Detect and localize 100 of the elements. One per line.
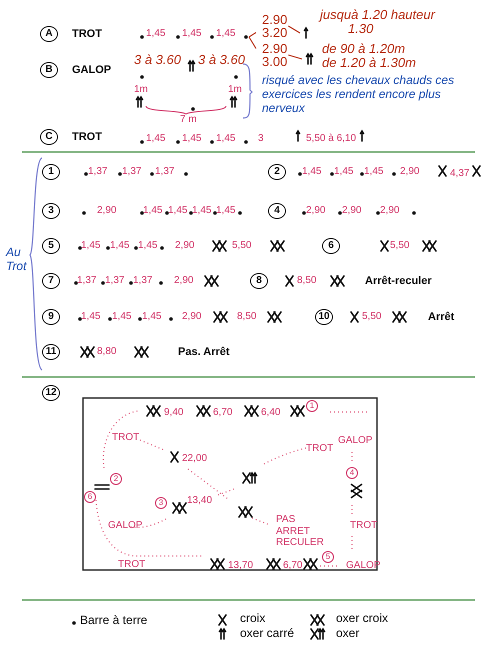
leader-line <box>288 54 302 60</box>
legend-text: croix <box>240 611 266 625</box>
exercise-label: Arrêt-reculer <box>365 275 432 288</box>
station-number: 4 <box>346 467 358 479</box>
step-number: 3 <box>42 203 60 219</box>
exercise-label: Arrêt <box>428 311 454 324</box>
distance-label: 1,37 <box>105 275 124 286</box>
step-number: 11 <box>42 344 60 360</box>
distance-label: 2,90 <box>342 205 362 216</box>
distance-label: 1,37 <box>88 166 108 178</box>
step-number: 5 <box>42 238 60 254</box>
legend-text: oxer <box>336 626 360 640</box>
step-number: 10 <box>315 309 333 325</box>
distance-label: 1,45 <box>216 28 236 40</box>
note-text: risqué avec les chevaux chauds ces exercices les rendent encore plus nerveux <box>262 74 456 116</box>
step-number: 4 <box>268 203 286 219</box>
leader-line <box>248 32 256 38</box>
distance-label: 13,40 <box>187 495 212 506</box>
distance-label: 5,50 <box>390 240 410 252</box>
distance-label: 3.20 <box>262 26 288 39</box>
distance-label: 1,37 <box>133 275 152 286</box>
station-number: 5 <box>322 551 334 563</box>
vertical-jump-icon <box>304 27 308 39</box>
step-number: A <box>40 26 58 42</box>
distance-label: 2,90 <box>175 240 194 252</box>
step-number: 12 <box>42 385 60 401</box>
distance-label: 9,40 <box>164 407 184 418</box>
distance-label: PAS ARRET RECULER <box>276 514 325 548</box>
distance-label: 1,45 <box>216 205 236 216</box>
distance-label: 2,90 <box>182 311 202 322</box>
distance-label: 1m <box>134 84 148 96</box>
ground-pole-icon <box>244 35 248 39</box>
distance-label: 8,80 <box>97 346 116 358</box>
distance-label: 4,37 <box>450 168 470 180</box>
distance-label: 1m <box>228 84 242 96</box>
distance-label: 1,45 <box>182 28 202 40</box>
step-number: 8 <box>250 273 268 289</box>
distance-label: 1,37 <box>155 166 174 178</box>
distance-label: 8,50 <box>297 275 316 286</box>
distance-label: 5,50 <box>232 240 252 252</box>
leader-line <box>288 26 300 34</box>
height-note: jusquà 1.20 hauteur <box>320 8 435 23</box>
distance-label: 6,70 <box>283 560 302 572</box>
distance-label: 1,45 <box>110 240 130 252</box>
distance-label: 1,37 <box>77 275 96 286</box>
height-note: de 90 à 1.20m <box>322 42 406 57</box>
distance-label: 1,45 <box>81 311 100 322</box>
station-number: 3 <box>155 497 167 509</box>
distance-label: 1,45 <box>142 311 162 322</box>
distance-label: 1,45 <box>138 240 158 252</box>
distance-label: 1,45 <box>364 166 384 178</box>
distance-label: 6,70 <box>213 407 232 418</box>
distance-label: TROT <box>306 443 334 454</box>
step-number: 6 <box>322 238 340 254</box>
exercise-label: TROT <box>72 28 102 41</box>
step-number: C <box>40 129 58 145</box>
distance-label: 1,45 <box>81 240 100 252</box>
step-number: 9 <box>42 309 60 325</box>
square-oxer-icon <box>306 53 313 65</box>
distance-label: TROT <box>112 432 140 444</box>
station-number: 2 <box>110 473 122 485</box>
height-note: 3 à 3.60 <box>198 53 245 68</box>
distance-label: 2,90 <box>97 205 116 216</box>
step-number: 7 <box>42 273 60 289</box>
height-note: de 1.20 à 1.30m <box>322 56 416 71</box>
distance-label: 1,45 <box>216 133 236 144</box>
step-number: 1 <box>42 164 60 180</box>
distance-label: TROT <box>118 559 146 570</box>
step-number: 2 <box>268 164 286 180</box>
distance-label: 8,50 <box>237 311 256 322</box>
distance-label: 1,45 <box>146 28 166 40</box>
legend-text: oxer carré <box>240 626 294 640</box>
exercise-label: TROT <box>72 131 102 144</box>
distance-label: 22,00 <box>182 453 208 464</box>
step-number: B <box>40 62 58 78</box>
distance-label: 1,45 <box>182 133 202 144</box>
distance-label: GALOP <box>338 435 372 446</box>
distance-label: 2.90 <box>262 42 288 55</box>
distance-label: 1,45 <box>168 205 188 216</box>
leader-line <box>248 36 256 49</box>
distance-label: 1,45 <box>146 133 166 144</box>
legend-text: oxer croix <box>336 611 388 625</box>
distance-label: 1,37 <box>122 166 142 178</box>
distance-label: 6,40 <box>261 407 280 418</box>
distance-label: 1,45 <box>143 205 162 216</box>
exercise-label: Pas. Arrêt <box>178 346 230 359</box>
distance-label: 5,50 à 6,10 <box>306 133 356 144</box>
distance-label: 1,45 <box>112 311 132 322</box>
station-number: 6 <box>84 491 96 503</box>
distance-label: 3 <box>258 133 264 144</box>
distance-label: 7 m <box>180 114 197 126</box>
distance-label: 1,45 <box>302 166 322 178</box>
station-number: 1 <box>306 400 318 412</box>
distance-label: 13,70 <box>228 560 254 572</box>
legend-text: Barre à terre <box>80 613 148 627</box>
height-note: 1.30 <box>348 22 374 37</box>
distance-label: 1,45 <box>334 166 354 178</box>
distance-label: 2,90 <box>306 205 326 216</box>
height-note: 3 à 3.60 <box>134 53 181 68</box>
distance-label: 2,90 <box>380 205 400 216</box>
